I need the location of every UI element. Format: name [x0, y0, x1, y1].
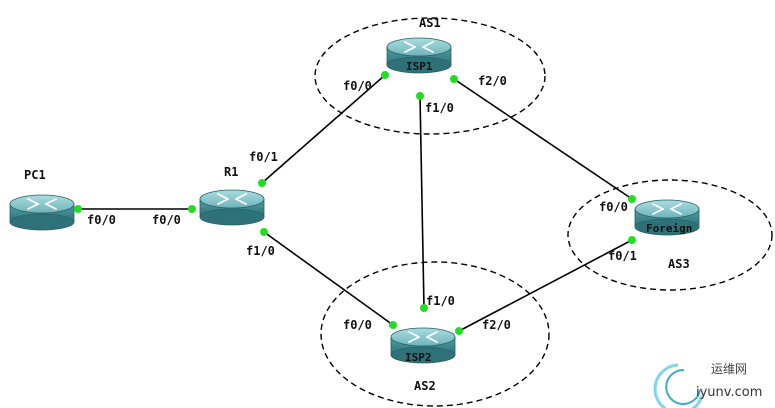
iface-isp1-f20: f2/0	[478, 74, 507, 88]
iface-foreign-f00: f0/0	[599, 200, 628, 214]
port-dot-isp1-f20	[450, 75, 458, 83]
label-as3: AS3	[668, 257, 690, 271]
watermark-en: iyunv.com	[696, 385, 762, 400]
port-dot-foreign-f01	[628, 236, 636, 244]
iface-pc1-f00: f0/0	[87, 213, 116, 227]
label-isp2: ISP2	[405, 351, 432, 364]
link-isp1-isp2	[419, 95, 425, 309]
iface-isp1-f00: f0/0	[343, 79, 372, 93]
port-dot-r1-f10	[260, 228, 268, 236]
label-isp1: ISP1	[406, 60, 433, 73]
port-dot-r1-f00	[188, 205, 196, 213]
link-r1-isp1	[261, 74, 386, 184]
router-pc1[interactable]	[9, 194, 75, 231]
port-dot-isp2-f20	[455, 327, 463, 335]
label-foreign: Foreign	[646, 222, 692, 235]
port-dot-foreign-f00	[628, 195, 636, 203]
port-dot-pc1-f00	[74, 205, 82, 213]
iface-isp2-f00: f0/0	[343, 318, 372, 332]
port-dot-r1-f01	[258, 179, 266, 187]
iface-r1-f00: f0/0	[152, 213, 181, 227]
watermark-logo: 运维网 iyunv.com	[653, 362, 762, 408]
watermark-swoosh-inner-icon	[665, 368, 701, 405]
label-pc1: PC1	[24, 168, 46, 182]
link-r1-isp2	[263, 231, 394, 326]
port-dot-isp1-f00	[381, 71, 389, 79]
label-as1: AS1	[419, 16, 441, 30]
iface-isp2-f20: f2/0	[482, 318, 511, 332]
label-as2: AS2	[414, 379, 436, 393]
router-r1[interactable]	[199, 189, 265, 226]
iface-r1-f10: f1/0	[246, 244, 275, 258]
as3-boundary	[567, 179, 773, 291]
link-isp1-foreign	[453, 78, 633, 200]
iface-r1-f01: f0/1	[249, 150, 278, 164]
watermark-cn: 运维网	[711, 362, 747, 376]
iface-isp1-f10: f1/0	[425, 101, 454, 115]
as1-boundary	[314, 17, 546, 135]
port-dot-isp2-f00	[389, 321, 397, 329]
iface-foreign-f01: f0/1	[608, 249, 637, 263]
iface-isp2-f10: f1/0	[426, 294, 455, 308]
label-r1: R1	[224, 165, 238, 179]
as2-boundary	[320, 261, 550, 407]
port-dot-isp1-f10	[416, 92, 424, 100]
port-dots	[74, 71, 636, 335]
link-isp2-foreign	[458, 239, 633, 332]
port-dot-isp2-f10	[420, 304, 428, 312]
